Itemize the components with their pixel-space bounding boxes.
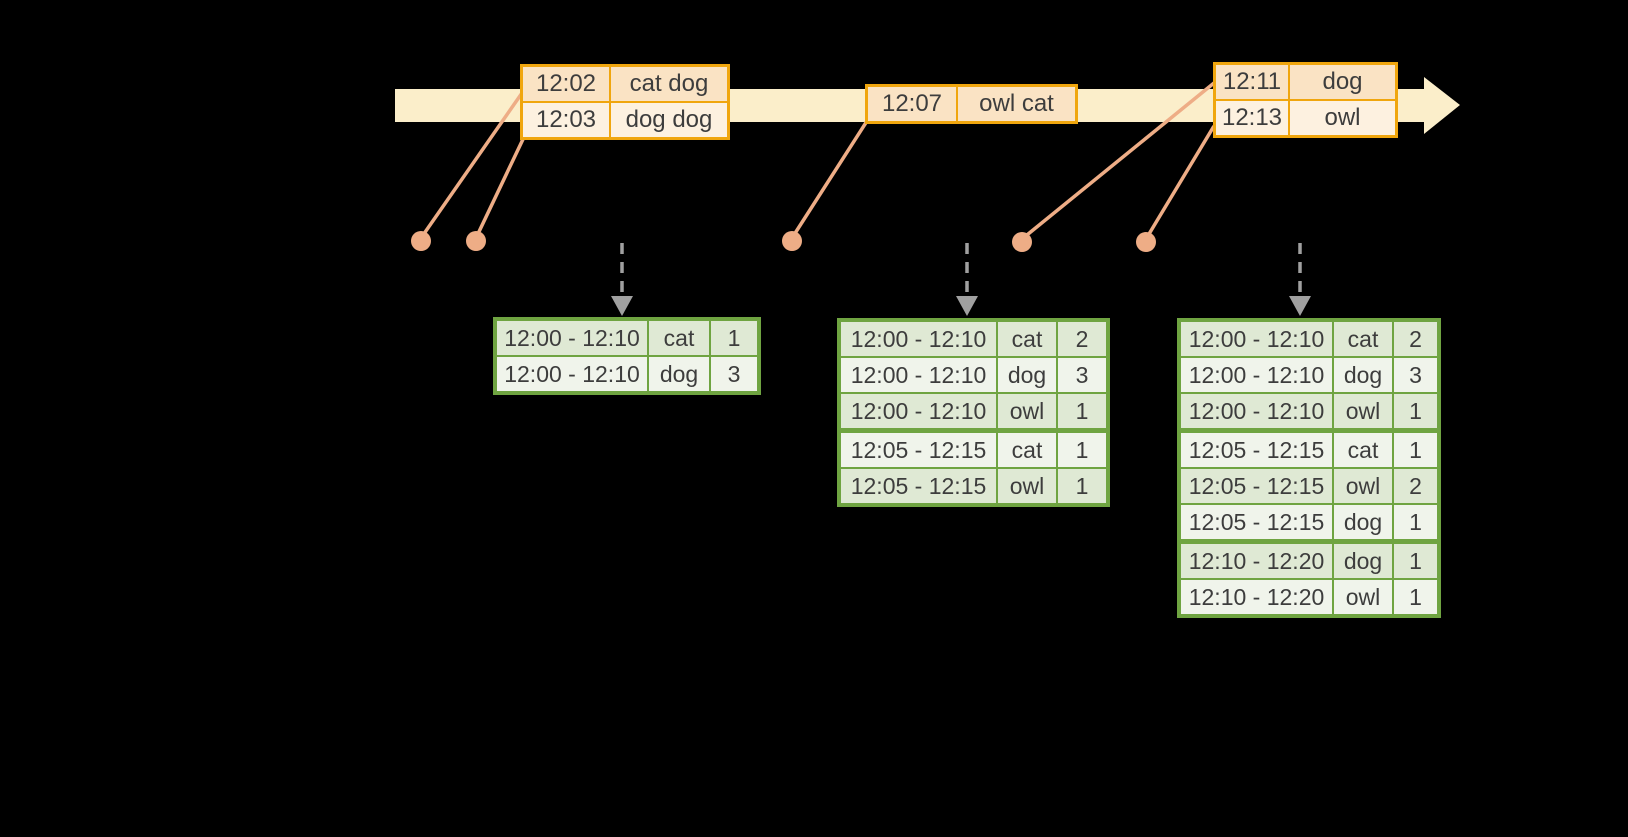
- count-cell: 1: [1392, 578, 1440, 617]
- window-cell: 12:00 - 12:10: [838, 356, 998, 394]
- word-cell: owl: [996, 467, 1058, 506]
- word-cell: owl: [996, 392, 1058, 432]
- connector-line: [790, 120, 869, 239]
- count-cell: 1: [1392, 503, 1440, 543]
- time-cell: 12:07: [865, 84, 958, 124]
- connector-line: [1144, 125, 1216, 240]
- window-cell: 12:00 - 12:10: [494, 318, 649, 357]
- word-cell: dog: [1332, 503, 1394, 543]
- word-cell: dog: [1332, 356, 1394, 394]
- word-cell: owl: [1332, 392, 1394, 432]
- count-cell: 1: [1392, 539, 1440, 580]
- connector-line: [419, 91, 524, 240]
- count-cell: 1: [1056, 428, 1109, 469]
- count-cell: 1: [709, 318, 760, 357]
- words-cell: dog dog: [609, 101, 730, 140]
- event-dot: [411, 231, 431, 251]
- word-cell: owl: [1332, 467, 1394, 505]
- event-dot: [1012, 232, 1032, 252]
- words-cell: dog: [1288, 62, 1398, 101]
- word-cell: dog: [1332, 539, 1394, 580]
- words-cell: owl: [1288, 99, 1398, 138]
- window-cell: 12:00 - 12:10: [1178, 356, 1334, 394]
- window-cell: 12:10 - 12:20: [1178, 539, 1334, 580]
- words-cell: cat dog: [609, 64, 730, 103]
- time-cell: 12:11: [1213, 62, 1290, 101]
- window-cell: 12:05 - 12:15: [838, 428, 998, 469]
- window-cell: 12:00 - 12:10: [1178, 319, 1334, 358]
- window-cell: 12:10 - 12:20: [1178, 578, 1334, 617]
- connector-line: [1020, 81, 1216, 241]
- window-cell: 12:05 - 12:15: [1178, 467, 1334, 505]
- words-cell: owl cat: [956, 84, 1078, 124]
- trigger-arrow-icon: [611, 243, 633, 316]
- event-dot: [466, 231, 486, 251]
- window-cell: 12:05 - 12:15: [1178, 428, 1334, 469]
- window-cell: 12:00 - 12:10: [494, 355, 649, 394]
- count-cell: 2: [1392, 467, 1440, 505]
- word-cell: cat: [996, 428, 1058, 469]
- word-cell: cat: [1332, 428, 1394, 469]
- count-cell: 3: [1056, 356, 1109, 394]
- word-cell: cat: [996, 319, 1058, 358]
- trigger-arrow-icon: [956, 243, 978, 316]
- event-dot: [782, 231, 802, 251]
- count-cell: 1: [1392, 428, 1440, 469]
- time-cell: 12:02: [520, 64, 611, 103]
- word-cell: dog: [647, 355, 711, 394]
- count-cell: 3: [1392, 356, 1440, 394]
- count-cell: 1: [1392, 392, 1440, 432]
- window-cell: 12:05 - 12:15: [1178, 503, 1334, 543]
- window-cell: 12:00 - 12:10: [1178, 392, 1334, 432]
- window-cell: 12:00 - 12:10: [838, 319, 998, 358]
- event-dot: [1136, 232, 1156, 252]
- count-cell: 2: [1392, 319, 1440, 358]
- count-cell: 3: [709, 355, 760, 394]
- word-cell: owl: [1332, 578, 1394, 617]
- timeline-arrowhead-icon: [1424, 77, 1460, 134]
- count-cell: 2: [1056, 319, 1109, 358]
- word-cell: dog: [996, 356, 1058, 394]
- window-cell: 12:00 - 12:10: [838, 392, 998, 432]
- time-cell: 12:13: [1213, 99, 1290, 138]
- connector-line: [474, 134, 527, 239]
- trigger-arrow-icon: [1289, 243, 1311, 316]
- word-cell: cat: [1332, 319, 1394, 358]
- word-cell: cat: [647, 318, 711, 357]
- time-cell: 12:03: [520, 101, 611, 140]
- window-cell: 12:05 - 12:15: [838, 467, 998, 506]
- count-cell: 1: [1056, 392, 1109, 432]
- count-cell: 1: [1056, 467, 1109, 506]
